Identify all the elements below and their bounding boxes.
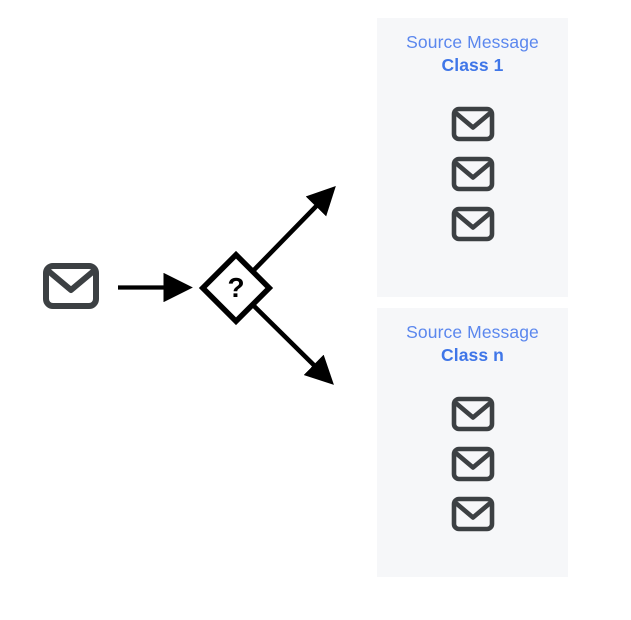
panel-class-1-message-list xyxy=(377,106,568,242)
envelope-icon xyxy=(451,496,494,532)
panel-class-1-title: Source Message xyxy=(406,32,539,52)
panel-class-1-subtitle: Class 1 xyxy=(441,55,504,76)
panel-class-n-title: Source Message xyxy=(406,322,539,342)
panel-class-n-subtitle: Class n xyxy=(441,345,504,366)
envelope-icon xyxy=(451,446,494,482)
arrow-decision-to-class-1 xyxy=(251,186,336,273)
panel-class-1: Source Message Class 1 xyxy=(377,18,568,297)
arrow-decision-to-class-n xyxy=(251,303,334,385)
panel-class-n-heading: Source Message Class n xyxy=(377,322,568,367)
decision-question-mark: ? xyxy=(227,272,244,303)
decision-diamond-icon: ? xyxy=(198,250,274,326)
envelope-icon xyxy=(451,106,494,142)
envelope-icon xyxy=(451,156,494,192)
panel-class-1-heading: Source Message Class 1 xyxy=(377,32,568,77)
panel-class-n-message-list xyxy=(377,396,568,532)
envelope-icon xyxy=(451,206,494,242)
source-envelope-icon xyxy=(43,263,99,309)
panel-class-n: Source Message Class n xyxy=(377,308,568,577)
envelope-icon xyxy=(451,396,494,432)
